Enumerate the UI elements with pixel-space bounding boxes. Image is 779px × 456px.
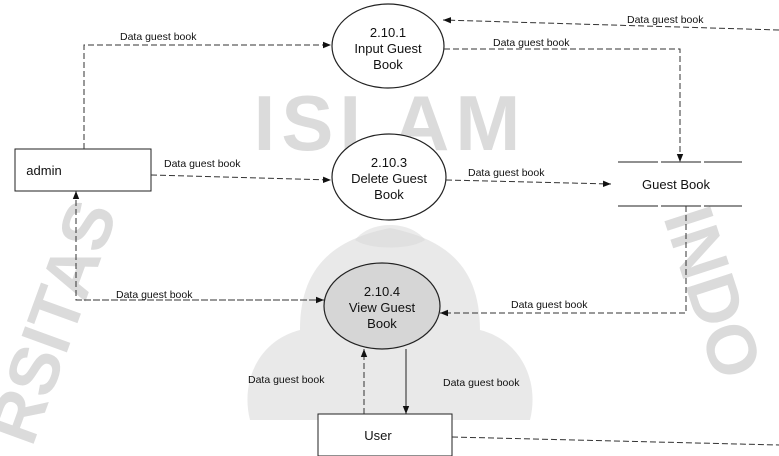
process-number: 2.10.1	[370, 25, 406, 40]
entity-user: User	[317, 413, 453, 456]
entity-label: User	[364, 428, 392, 443]
flow-datastore-to-view: Data guest book	[440, 206, 687, 317]
flow-label: Data guest book	[511, 299, 588, 311]
flow-label: Data guest book	[248, 374, 325, 386]
entity-label: admin	[26, 163, 61, 178]
flow-delete-to-datastore: Data guest book	[445, 167, 612, 188]
process-name: Book	[373, 57, 403, 72]
flow-external-to-input: Data guest book	[442, 14, 779, 31]
flow-label: Data guest book	[443, 377, 520, 389]
flow-view-admin: Data guest book	[72, 191, 324, 304]
process-2-10-1: 2.10.1 Input Guest Book	[331, 3, 445, 89]
flow-admin-to-input: Data guest book	[83, 31, 331, 149]
process-name: Book	[367, 316, 397, 331]
datastore-guest-book: Guest Book	[618, 161, 742, 207]
process-number: 2.10.4	[364, 284, 400, 299]
flow-user-to-view: Data guest book	[248, 349, 368, 414]
process-2-10-3: 2.10.3 Delete Guest Book	[331, 133, 447, 221]
flow-label: Data guest book	[468, 167, 545, 179]
flow-label: Data guest book	[493, 37, 570, 49]
process-name: Input Guest	[354, 41, 422, 56]
process-name: Delete Guest	[351, 171, 427, 186]
process-2-10-4: 2.10.4 View Guest Book	[323, 262, 441, 350]
flow-label: Data guest book	[120, 31, 197, 43]
process-number: 2.10.3	[371, 155, 407, 170]
flow-label: Data guest book	[116, 289, 193, 301]
svg-text:INDO: INDO	[649, 197, 777, 388]
entity-admin: admin	[14, 148, 152, 192]
flow-view-to-user: Data guest book	[402, 349, 520, 414]
process-name: View Guest	[349, 300, 416, 315]
flow-admin-to-delete: Data guest book	[150, 158, 332, 183]
datastore-label: Guest Book	[642, 177, 710, 192]
flow-input-to-datastore: Data guest book	[444, 37, 684, 162]
process-name: Book	[374, 187, 404, 202]
flow-label: Data guest book	[164, 158, 241, 170]
flow-label: Data guest book	[627, 14, 704, 26]
svg-text:RSITAS: RSITAS	[0, 190, 132, 453]
flow-user-to-external	[451, 436, 779, 446]
